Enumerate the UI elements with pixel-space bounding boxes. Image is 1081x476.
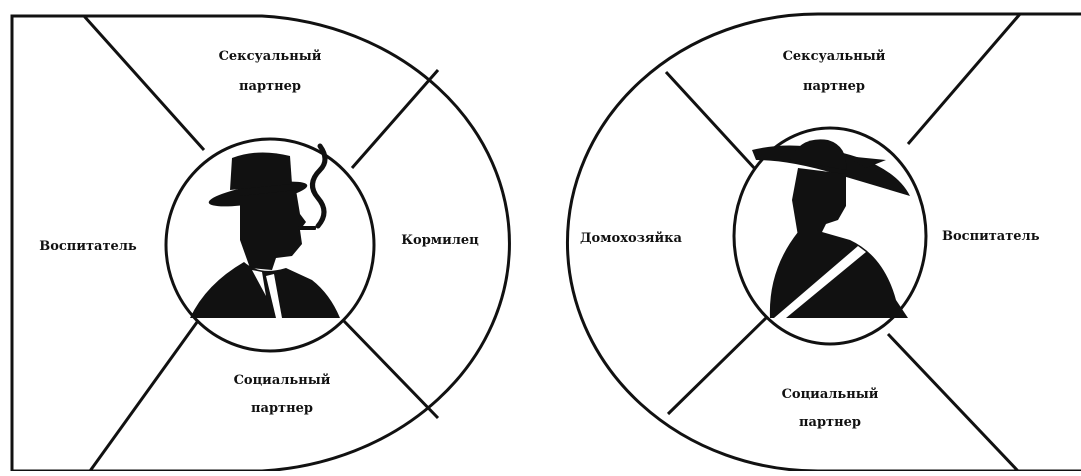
right-role-bottom-line1: Социальный bbox=[782, 387, 879, 402]
right-spoke-top-left bbox=[666, 72, 756, 170]
right-role-right: Воспитатель bbox=[942, 229, 1040, 244]
left-role-left: Воспитатель bbox=[39, 239, 137, 254]
right-role-left: Домохозяйка bbox=[580, 231, 683, 246]
right-role-top-line2: партнер bbox=[803, 79, 865, 94]
left-spoke-bottom-left bbox=[90, 318, 200, 471]
right-spoke-bottom-right bbox=[888, 334, 1018, 471]
left-role-top-line1: Сексуальный bbox=[219, 49, 322, 64]
left-role-top-line2: партнер bbox=[239, 79, 301, 94]
left-spoke-bottom-right bbox=[341, 318, 438, 418]
left-role-right: Кормилец bbox=[401, 233, 479, 248]
right-role-bottom-line2: партнер bbox=[799, 415, 861, 430]
right-role-top-line1: Сексуальный bbox=[783, 49, 886, 64]
left-role-bottom-line1: Социальный bbox=[234, 373, 331, 388]
right-spoke-bottom-left bbox=[668, 318, 766, 414]
left-spoke-top-right bbox=[352, 70, 438, 168]
left-role-bottom-line2: партнер bbox=[251, 401, 313, 416]
left-spoke-top-left bbox=[84, 16, 204, 150]
right-spoke-top-right bbox=[908, 14, 1020, 144]
